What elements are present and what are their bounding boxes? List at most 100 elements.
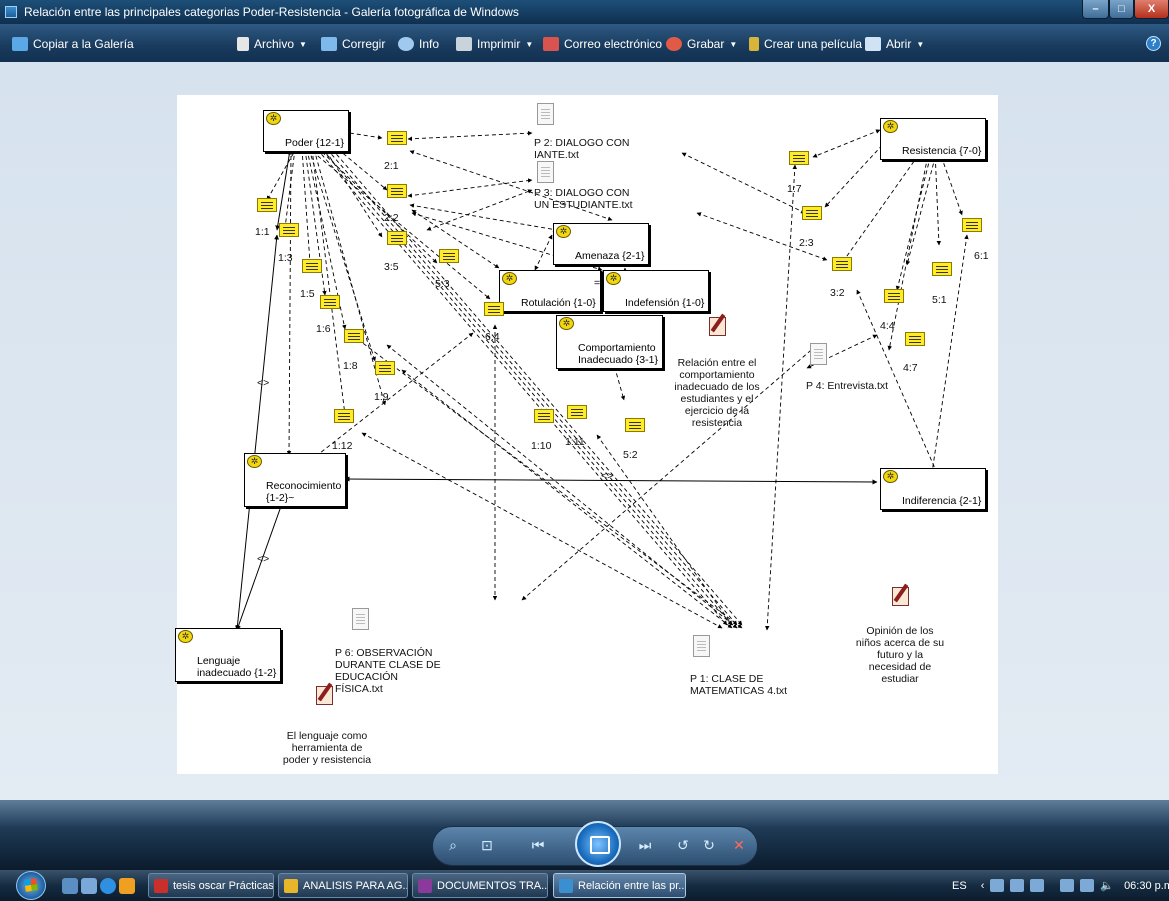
code-indefension[interactable]: ✲ Indefensión {1-0} — [603, 270, 710, 312]
code-star-icon: ✲ — [559, 317, 574, 330]
print-menu[interactable]: Imprimir▼ — [456, 37, 533, 51]
folder-icon — [284, 879, 298, 893]
battery-icon[interactable] — [1060, 879, 1075, 892]
copy-to-gallery-button[interactable]: Copiar a la Galería — [12, 37, 134, 51]
start-button[interactable] — [16, 871, 46, 900]
volume-icon[interactable]: 🔈 — [1100, 880, 1115, 892]
code-star-icon: ✲ — [606, 272, 621, 285]
network-icon[interactable] — [1080, 879, 1095, 892]
document-icon[interactable] — [352, 608, 369, 630]
memo-icon[interactable] — [320, 295, 340, 309]
document-icon[interactable] — [810, 343, 827, 365]
memo-icon[interactable] — [484, 302, 504, 316]
code-poder[interactable]: ✲ Poder {12-1} — [263, 110, 349, 152]
taskbar-item[interactable]: tesis oscar Prácticas... — [148, 873, 274, 898]
code-rotulacion[interactable]: ✲ Rotulación {1-0} — [499, 270, 601, 312]
code-indiferencia[interactable]: ✲ Indiferencia {2-1} — [880, 468, 987, 510]
code-amenaza[interactable]: ✲ Amenaza {2-1} — [553, 223, 650, 265]
memo-label: 1:1 — [255, 226, 270, 238]
image-viewer: ✲ Poder {12-1} ✲ Resistencia {7-0} ✲ Ame… — [0, 62, 1169, 800]
burn-menu[interactable]: Grabar▼ — [666, 37, 737, 51]
memo-icon[interactable] — [534, 409, 554, 423]
memo-icon[interactable] — [802, 206, 822, 220]
chevron-left-icon[interactable]: ‹ — [980, 879, 985, 892]
memo-icon[interactable] — [932, 262, 952, 276]
tray-app-icon[interactable] — [1030, 879, 1045, 892]
memo-icon[interactable] — [625, 418, 645, 432]
clock[interactable]: 06:30 p.m. — [1124, 879, 1169, 892]
slideshow-button[interactable] — [575, 821, 621, 867]
memo-label: 4:4 — [880, 320, 895, 332]
memo-icon[interactable] — [962, 218, 982, 232]
memo-icon[interactable] — [789, 151, 809, 165]
code-star-icon: ✲ — [502, 272, 517, 285]
info-button[interactable]: Info — [398, 37, 439, 51]
show-desktop-icon[interactable] — [62, 878, 78, 894]
memo-icon[interactable] — [884, 289, 904, 303]
code-star-icon: ✲ — [883, 470, 898, 483]
info-icon — [398, 37, 414, 51]
open-menu[interactable]: Abrir▼ — [865, 37, 924, 51]
help-button[interactable]: ? — [1146, 36, 1161, 51]
memo-icon[interactable] — [387, 184, 407, 198]
tray-app-icon[interactable] — [1010, 879, 1025, 892]
memo-icon[interactable] — [905, 332, 925, 346]
email-button[interactable]: Correo electrónico — [543, 37, 662, 51]
memo-label: 5:3 — [435, 278, 450, 290]
network-diagram-image: ✲ Poder {12-1} ✲ Resistencia {7-0} ✲ Ame… — [175, 95, 998, 774]
memo-icon[interactable] — [344, 329, 364, 343]
delete-icon[interactable]: ✕ — [733, 837, 745, 853]
taskbar-item[interactable]: DOCUMENTOS TRA... — [412, 873, 548, 898]
switch-windows-icon[interactable] — [81, 878, 97, 894]
tray-app-icon[interactable] — [990, 879, 1005, 892]
memo-icon[interactable] — [387, 231, 407, 245]
diagram-links — [234, 129, 969, 631]
memo-icon[interactable] — [279, 223, 299, 237]
maximize-button[interactable]: □ — [1109, 0, 1134, 19]
close-button[interactable]: X — [1134, 0, 1169, 19]
rotate-left-icon[interactable]: ↺ — [677, 837, 689, 853]
memo-icon[interactable] — [567, 405, 587, 419]
media-player-icon[interactable] — [119, 878, 135, 894]
make-movie-button[interactable]: Crear una película — [749, 37, 862, 51]
taskbar-item[interactable]: ANALISIS PARA AG... — [278, 873, 408, 898]
memo-icon[interactable] — [302, 259, 322, 273]
memo-icon[interactable] — [832, 257, 852, 271]
network-view-icon[interactable] — [890, 583, 912, 607]
internet-explorer-icon[interactable] — [100, 878, 116, 894]
fix-button[interactable]: Corregir — [321, 37, 385, 51]
file-menu[interactable]: Archivo▼ — [237, 37, 307, 51]
document-icon[interactable] — [537, 103, 554, 125]
rotate-right-icon[interactable]: ↻ — [703, 837, 715, 853]
network-view-icon[interactable] — [707, 313, 729, 337]
language-indicator[interactable]: ES — [952, 879, 967, 892]
system-tray: ES ‹ 🔈 06:30 p.m. — [952, 879, 1169, 892]
previous-icon[interactable]: ⏮ — [531, 837, 545, 853]
disc-icon — [666, 37, 682, 51]
minimize-button[interactable]: – — [1082, 0, 1109, 19]
taskbar-item-active[interactable]: Relación entre las pr... — [553, 873, 686, 898]
memo-icon[interactable] — [387, 131, 407, 145]
network-view-label-relacion: Relación entre el comportamiento inadecu… — [674, 357, 760, 429]
memo-label: 6:1 — [974, 250, 989, 262]
document-icon[interactable] — [537, 161, 554, 183]
memo-icon[interactable] — [439, 249, 459, 263]
code-reconocimiento[interactable]: ✲ Reconocimiento {1-2}~ — [244, 453, 347, 507]
actual-size-icon[interactable]: ⊡ — [481, 837, 493, 853]
code-lenguaje-inadecuado[interactable]: ✲ Lenguaje inadecuado {1-2} — [175, 628, 282, 682]
memo-icon[interactable] — [257, 198, 277, 212]
open-icon — [865, 37, 881, 51]
zoom-icon[interactable]: ⌕ — [449, 837, 457, 853]
memo-label: 1:8 — [343, 360, 358, 372]
next-icon[interactable]: ⏭ — [638, 837, 652, 853]
document-label-p3: P 3: DIALOGO CON UN ESTUDIANTE.txt — [534, 187, 633, 211]
memo-icon[interactable] — [334, 409, 354, 423]
memo-icon[interactable] — [375, 361, 395, 375]
film-icon — [749, 37, 759, 51]
document-icon[interactable] — [693, 635, 710, 657]
code-comportamiento-inadecuado[interactable]: ✲ Comportamiento Inadecuado {3-1} — [556, 315, 663, 369]
network-view-icon[interactable] — [314, 682, 336, 706]
code-star-icon: ✲ — [883, 120, 898, 133]
memo-label: 5:1 — [932, 294, 947, 306]
code-resistencia[interactable]: ✲ Resistencia {7-0} — [880, 118, 987, 160]
